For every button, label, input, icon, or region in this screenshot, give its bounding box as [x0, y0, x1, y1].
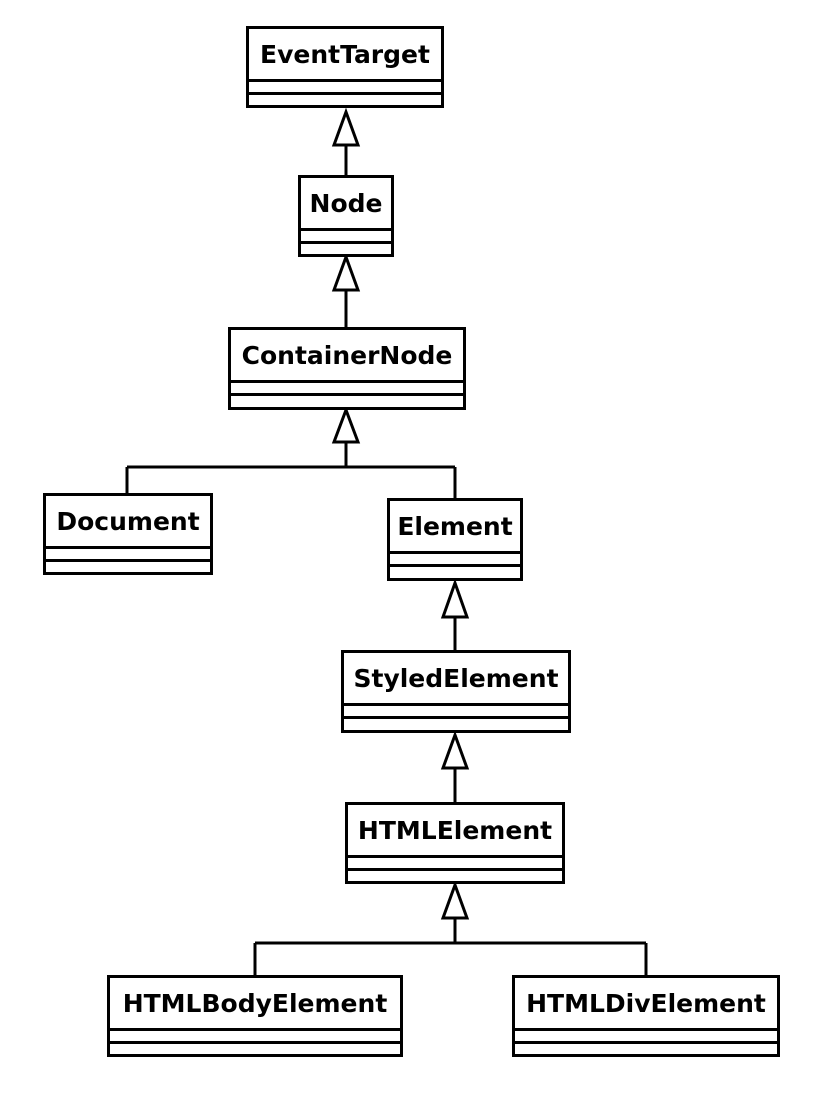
operations-compartment	[110, 1041, 400, 1051]
operations-compartment	[231, 393, 463, 403]
operations-compartment	[515, 1041, 777, 1051]
attributes-compartment	[301, 228, 391, 238]
class-name-eventtarget: EventTarget	[260, 39, 430, 69]
inheritance-arrowhead-containernode	[331, 405, 361, 444]
inheritance-arrowhead-eventtarget	[331, 107, 361, 147]
class-name-styledelement: StyledElement	[353, 663, 559, 693]
class-box-node[interactable]: Node	[298, 175, 394, 257]
class-name-node: Node	[309, 188, 383, 218]
operations-compartment	[390, 564, 520, 574]
class-box-htmlelement[interactable]: HTMLElement	[345, 802, 565, 884]
attributes-compartment	[249, 79, 441, 89]
operations-compartment	[249, 92, 441, 102]
attributes-compartment	[515, 1028, 777, 1038]
inheritance-arrowhead-element	[440, 578, 470, 619]
class-box-document[interactable]: Document	[43, 493, 213, 575]
inheritance-arrowhead-htmlelement	[440, 880, 470, 920]
operations-compartment	[344, 716, 568, 726]
class-name-htmlelement: HTMLElement	[357, 815, 553, 845]
inheritance-arrowhead-node	[331, 252, 361, 292]
attributes-compartment	[110, 1028, 400, 1038]
class-box-htmlbodyelement[interactable]: HTMLBodyElement	[107, 975, 403, 1057]
attributes-compartment	[390, 551, 520, 561]
inheritance-arrowhead-styledelement	[440, 730, 470, 770]
attributes-compartment	[344, 703, 568, 713]
class-name-containernode: ContainerNode	[241, 340, 453, 370]
attributes-compartment	[231, 380, 463, 390]
class-name-element: Element	[397, 511, 513, 541]
class-name-htmlbodyelement: HTMLBodyElement	[122, 988, 388, 1018]
class-box-styledelement[interactable]: StyledElement	[341, 650, 571, 733]
operations-compartment	[301, 241, 391, 251]
class-name-htmldivelement: HTMLDivElement	[526, 988, 766, 1018]
operations-compartment	[46, 559, 210, 569]
operations-compartment	[348, 868, 562, 878]
class-name-document: Document	[56, 506, 200, 536]
class-box-containernode[interactable]: ContainerNode	[228, 327, 466, 410]
attributes-compartment	[46, 546, 210, 556]
class-box-element[interactable]: Element	[387, 498, 523, 581]
attributes-compartment	[348, 855, 562, 865]
class-box-eventtarget[interactable]: EventTarget	[246, 26, 444, 108]
class-box-htmldivelement[interactable]: HTMLDivElement	[512, 975, 780, 1057]
